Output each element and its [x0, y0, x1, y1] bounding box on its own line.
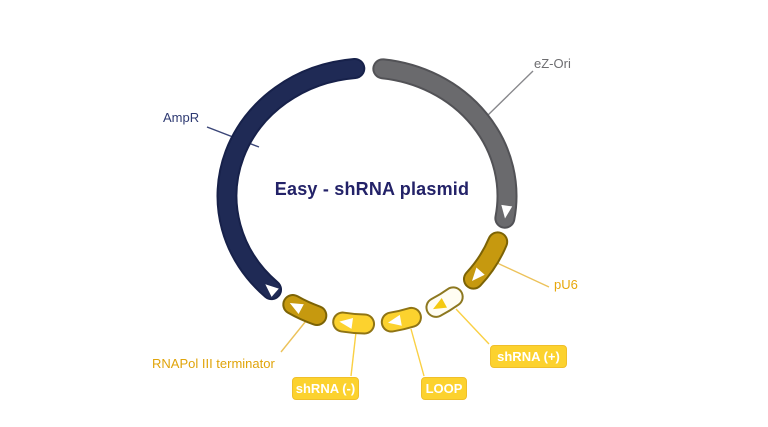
arrow-shrna-plus-icon: [433, 298, 447, 310]
arrow-shrna-minus-icon: [339, 318, 353, 329]
connector-shrna-plus: [455, 308, 490, 345]
arrow-pu6-icon: [472, 267, 485, 281]
label-ampr: AmpR: [163, 110, 200, 125]
arrow-ampr-icon: [265, 284, 279, 297]
label-ez-ori: eZ-Ori: [534, 56, 571, 71]
plasmid-title: Easy - shRNA plasmid: [274, 179, 470, 199]
arrow-terminator-icon: [289, 303, 304, 314]
connector-ez-ori: [486, 70, 534, 117]
label-loop: LOOP: [421, 377, 467, 400]
label-shrna-minus: shRNA (-): [292, 377, 359, 400]
connector-loop: [410, 328, 425, 377]
label-terminator: RNAPol III terminator: [152, 356, 275, 371]
arrow-loop-icon: [388, 314, 402, 326]
connector-pu6: [494, 261, 550, 288]
segment-ez-ori: [374, 60, 516, 227]
label-shrna-plus: shRNA (+): [490, 345, 567, 368]
arrow-ez-ori-icon: [501, 204, 513, 219]
connector-shrna-minus: [350, 331, 357, 377]
segment-ampr: [218, 59, 364, 299]
label-pu6: pU6: [554, 277, 578, 292]
